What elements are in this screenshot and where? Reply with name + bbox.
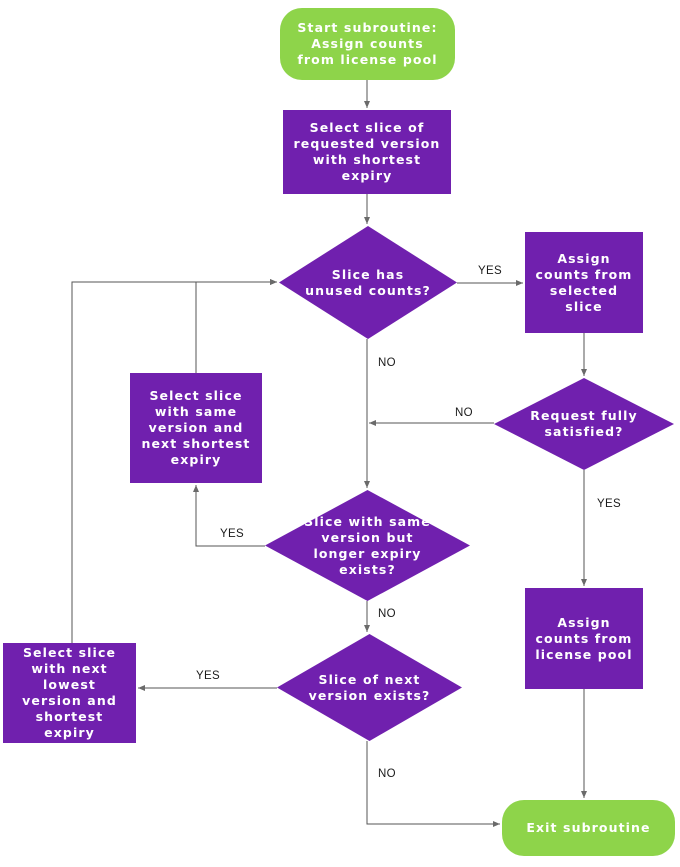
node-label-assign-from-license-pool: Assign counts from license pool [535,614,633,662]
edge-label-satisfied-yes: YES [597,498,621,510]
edge-label-next-version-no: NO [378,768,396,780]
connector-next-shortest-loop-back [195,279,277,373]
node-start[interactable]: Start subroutine: Assign counts from lic… [280,8,455,80]
edge-label-next-version-yes: YES [196,670,220,682]
connector-next-version-no [366,741,500,827]
node-select-next-lowest-version[interactable]: Select slice with next lowest version an… [3,643,136,743]
node-slice-has-unused-counts[interactable]: Slice has unused counts? [279,226,457,339]
node-label-select-shortest-expiry: Select slice of requested version with s… [293,120,441,183]
node-exit[interactable]: Exit subroutine [502,800,675,856]
edge-label-longer-expiry-no: NO [378,608,396,620]
edge-label-unused-yes: YES [478,265,502,277]
node-label-next-version-exists: Slice of next version exists? [308,671,431,703]
node-assign-from-selected-slice[interactable]: Assign counts from selected slice [525,232,643,333]
decision-diamond-longer-expiry-exists [265,490,470,601]
connector-longer-expiry-yes [193,485,265,547]
node-label-select-next-lowest-version: Select slice with next lowest version an… [22,645,117,740]
node-select-shortest-expiry[interactable]: Select slice of requested version with s… [283,110,451,194]
node-label-request-fully-satisfied: Request fully satisfied? [530,408,638,439]
node-longer-expiry-exists[interactable]: Slice with same version but longer expir… [265,490,470,601]
node-label-slice-has-unused-counts: Slice has unused counts? [305,266,431,298]
edge-label-unused-no: NO [378,357,396,369]
node-label-longer-expiry-exists: Slice with same version but longer expir… [304,513,431,577]
node-label-assign-from-selected-slice: Assign counts from selected slice [535,250,633,314]
decision-diamond-slice-has-unused-counts [279,226,457,339]
node-label-exit: Exit subroutine [526,820,651,835]
node-label-select-next-shortest-expiry: Select slice with same version and next … [141,388,251,467]
edge-label-longer-expiry-yes: YES [220,528,244,540]
node-select-next-shortest-expiry[interactable]: Select slice with same version and next … [130,373,262,483]
decision-diamond-next-version-exists [277,634,462,741]
node-request-fully-satisfied[interactable]: Request fully satisfied? [494,378,674,470]
node-label-start: Start subroutine: Assign counts from lic… [297,20,438,67]
node-assign-from-license-pool[interactable]: Assign counts from license pool [525,588,643,689]
node-next-version-exists[interactable]: Slice of next version exists? [277,634,462,741]
edge-label-satisfied-no: NO [455,407,473,419]
decision-diamond-request-fully-satisfied [494,378,674,470]
connector-next-lowest-loop-back [71,279,277,643]
